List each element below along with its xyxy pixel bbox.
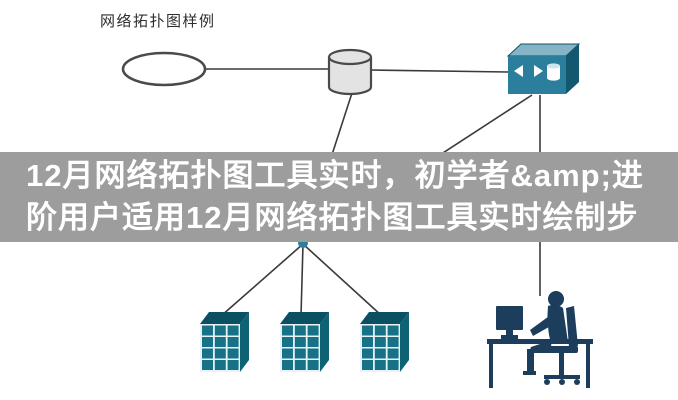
headline-line-1: 12月网络拓扑图工具实时，初学者&amp;进 (26, 158, 644, 193)
switch-3-icon (360, 312, 409, 372)
switch-1-icon (200, 312, 249, 372)
person-at-computer-icon (487, 291, 593, 388)
database-icon (327, 48, 373, 96)
diagram-title: 网络拓扑图样例 (100, 13, 216, 30)
ring-network-icon (121, 51, 207, 87)
headline-line-2: 阶用户适用12月网络拓扑图工具实时绘制步 (26, 200, 639, 235)
router-icon (506, 43, 581, 94)
switch-2-icon (280, 312, 329, 372)
headline-overlay: 12月网络拓扑图工具实时，初学者&amp;进 阶用户适用12月网络拓扑图工具实时… (0, 152, 678, 242)
